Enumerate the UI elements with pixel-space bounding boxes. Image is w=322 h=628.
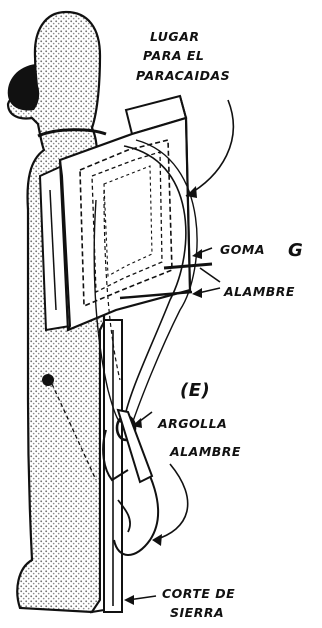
label-alambre-top: ALAMBRE xyxy=(223,284,295,299)
label-lugar-line2: PARA EL xyxy=(143,48,204,63)
label-argolla: ARGOLLA xyxy=(157,416,227,431)
label-goma: GOMA xyxy=(220,242,265,257)
label-lugar-line1: LUGAR xyxy=(150,29,200,44)
label-lugar-line3: PARACAIDAS xyxy=(136,68,230,83)
label-alambre-bottom: ALAMBRE xyxy=(169,444,241,459)
label-lugar-para-el-paracaidas: LUGAR PARA EL PARACAIDAS xyxy=(136,29,230,83)
label-goma-letter: G xyxy=(288,240,303,261)
label-e: (E) xyxy=(180,380,210,401)
label-corte-line1: CORTE DE xyxy=(162,586,235,601)
beak-shape xyxy=(8,64,39,110)
label-corte-line2: SIERRA xyxy=(170,605,224,620)
